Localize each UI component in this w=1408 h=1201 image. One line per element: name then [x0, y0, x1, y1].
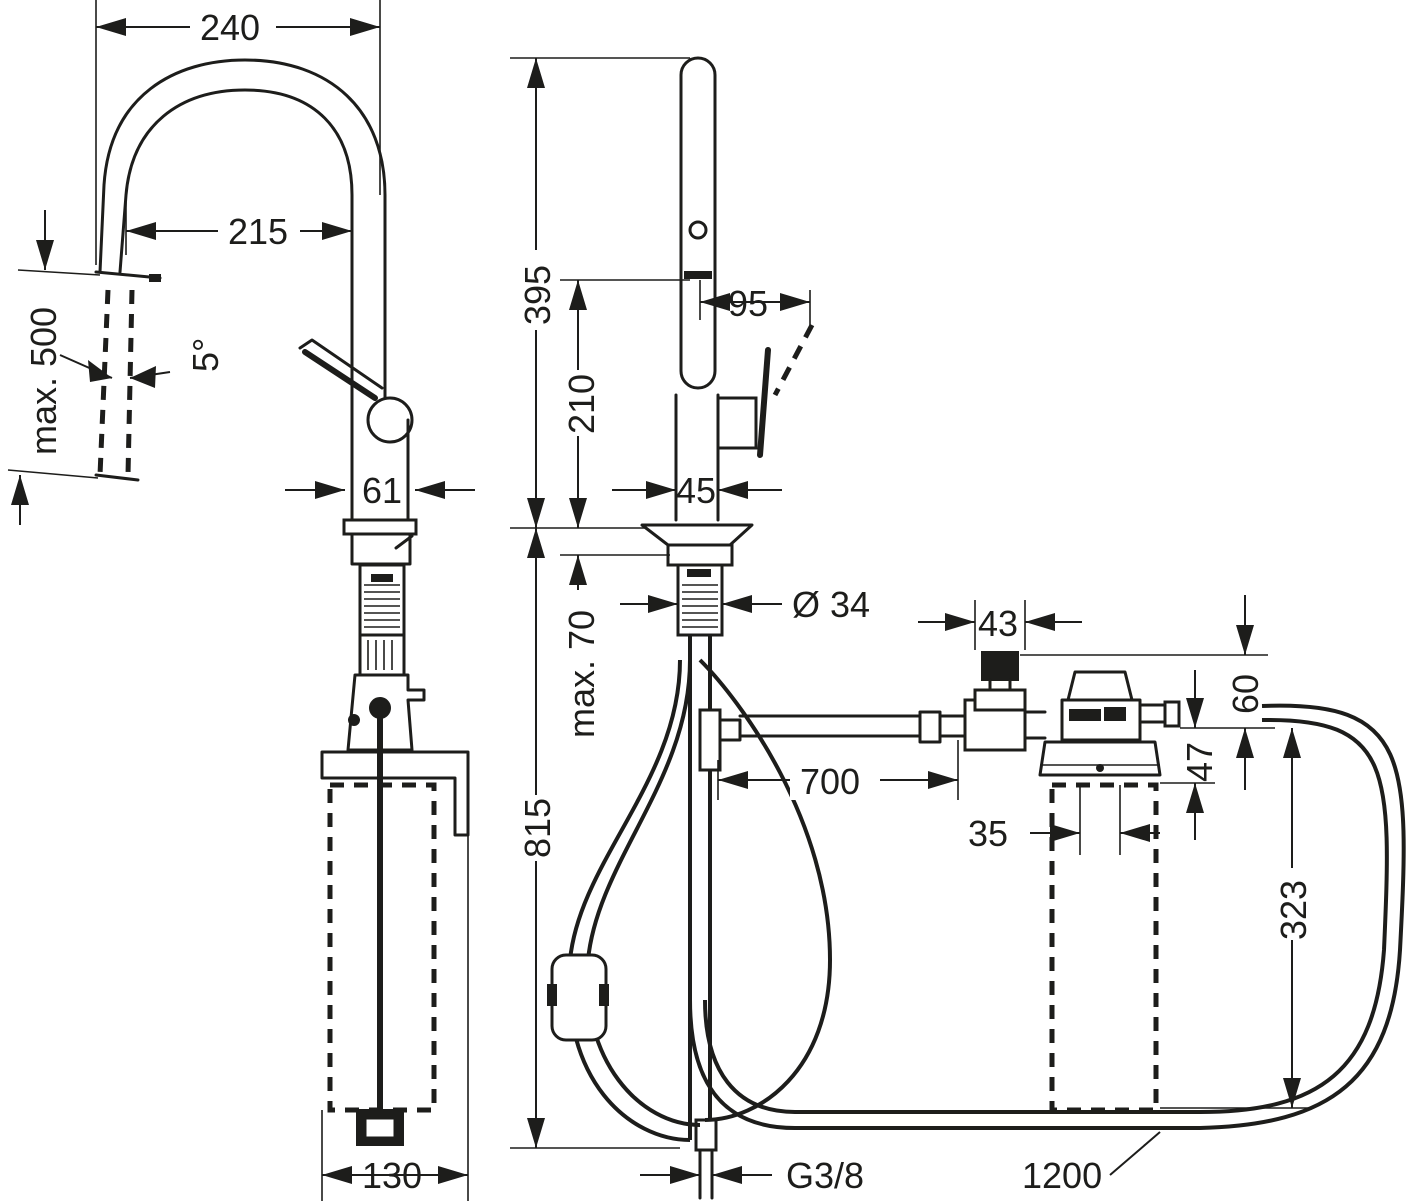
- dim-240: 240: [200, 7, 260, 48]
- thread-lines: [364, 584, 400, 628]
- lever-hub: [366, 396, 414, 444]
- dim-700: 700: [800, 761, 860, 802]
- front-base-flange: [640, 523, 754, 547]
- cabinet-top: [320, 750, 470, 837]
- lever-handle: [302, 349, 378, 401]
- dim-95: 95: [728, 283, 768, 324]
- connecting-hose: [738, 714, 922, 738]
- dimension-lines: [7, 0, 1310, 1201]
- dim-max-500: max. 500: [23, 307, 64, 455]
- front-handle-block: [716, 396, 758, 450]
- dim-130: 130: [362, 1155, 422, 1196]
- dim-max-70: max. 70: [561, 610, 602, 738]
- faucet-side-view: [94, 58, 470, 1146]
- dim-43: 43: [978, 603, 1018, 644]
- base-plate: [342, 518, 418, 536]
- spout-inner: [118, 88, 354, 402]
- dim-215: 215: [228, 211, 288, 252]
- dim-815: 815: [517, 798, 558, 858]
- dim-5-degree: 5°: [185, 338, 226, 372]
- spout-outer: [98, 58, 387, 402]
- dim-45: 45: [676, 470, 716, 511]
- front-handle-lever: [757, 347, 771, 458]
- dim-47: 47: [1179, 742, 1220, 782]
- mounting-bracket: [346, 673, 426, 752]
- dim-61: 61: [362, 470, 402, 511]
- dim-1200: 1200: [1022, 1155, 1102, 1196]
- spray-hose-loop-inner: [698, 658, 833, 1122]
- spray-head-extended: [97, 289, 135, 476]
- control-box: [1038, 670, 1181, 777]
- faucet-body: [350, 398, 410, 522]
- dim-323: 323: [1273, 880, 1314, 940]
- front-threaded-shank: [676, 563, 724, 637]
- dim-60: 60: [1225, 674, 1266, 714]
- dim-395: 395: [517, 265, 558, 325]
- dim-35: 35: [968, 813, 1008, 854]
- valve-cap: [981, 651, 1019, 681]
- dim-diameter-34: Ø 34: [792, 584, 870, 625]
- long-hose-1200: [688, 703, 1406, 1130]
- dim-g-3-8: G3/8: [786, 1155, 864, 1196]
- spray-head-end: [94, 473, 140, 482]
- dim-210: 210: [561, 374, 602, 434]
- front-spout: [679, 56, 717, 390]
- dimension-labels: 240 215 max. 500 5° 61 130 395 210 95 45…: [23, 7, 1314, 1196]
- faucet-front-view: [547, 56, 1406, 1200]
- front-handle-swing: [772, 323, 815, 397]
- hose-weight: [550, 953, 608, 1042]
